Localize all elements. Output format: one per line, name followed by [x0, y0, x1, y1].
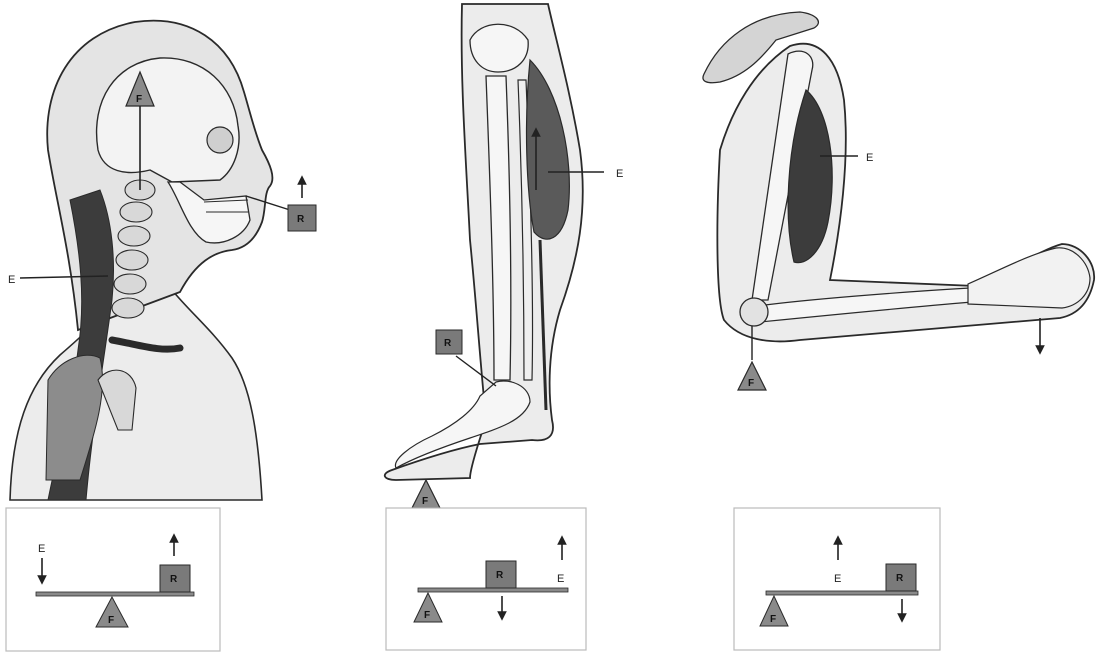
panel1-lever-bar [36, 592, 194, 596]
panel2-fulcrum-label: F [424, 610, 430, 621]
panel3-lever-bar [766, 591, 918, 595]
head-effort-label: E [8, 274, 15, 286]
panel2-effort-label: E [557, 573, 564, 585]
panel2-resistance-label: R [496, 570, 504, 581]
leg-effort-label: E [616, 168, 623, 180]
lever-panel-third-class: E R F [734, 508, 940, 650]
panel1-fulcrum-label: F [108, 615, 114, 626]
panel3-resistance-label: R [896, 573, 904, 584]
eye-orbit [207, 127, 233, 153]
lever-panel-second-class: R E F [386, 508, 586, 650]
lever-panel-first-class: E R F [6, 508, 220, 651]
arm-fulcrum-label: F [748, 378, 754, 389]
panel1-effort-label: E [38, 543, 45, 555]
head-fulcrum-label: F [136, 94, 142, 105]
leg-resistance-label: R [444, 338, 452, 349]
panel3-effort-label: E [834, 573, 841, 585]
leg-fulcrum-label: F [422, 496, 428, 507]
panel1-resistance-label: R [170, 574, 178, 585]
head-neck-illustration: F R E [8, 21, 316, 500]
panel2-lever-bar [418, 588, 568, 592]
elbow-joint [740, 298, 768, 326]
panel3-fulcrum-label: F [770, 614, 776, 625]
arm-effort-label: E [866, 152, 873, 164]
knee-joint [470, 24, 528, 72]
head-resistance-label: R [297, 214, 305, 225]
arm-illustration: E F [703, 12, 1094, 390]
hand-bones [968, 248, 1090, 308]
leg-foot-illustration: E R F [385, 4, 624, 508]
